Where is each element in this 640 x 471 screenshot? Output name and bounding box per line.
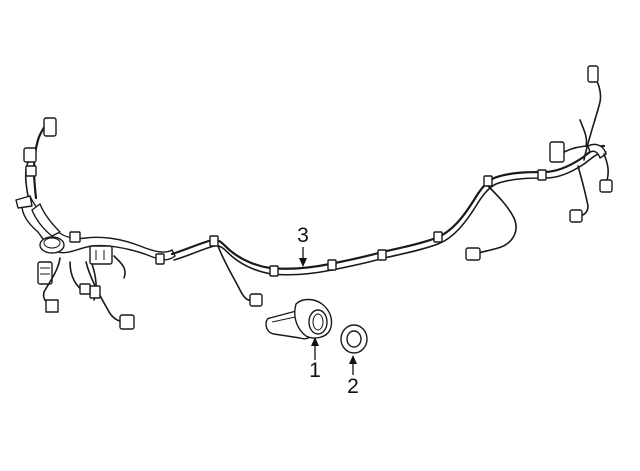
callout-label-3: 3 (297, 224, 309, 247)
park-assist-sensor (265, 298, 333, 340)
connector-top-right (587, 65, 599, 83)
connector-center-drop (249, 293, 263, 307)
clip-8 (537, 169, 547, 181)
arrowhead-3 (299, 258, 307, 267)
connector-lower-center (119, 314, 135, 330)
grommet (39, 236, 65, 254)
clip-6 (433, 231, 443, 243)
callout-label-1: 1 (309, 359, 321, 382)
clip-7 (483, 175, 493, 187)
arrowhead-1 (311, 337, 319, 346)
callout-2-group: 2 (347, 355, 359, 398)
connector-left-upper (23, 147, 37, 163)
sensor-retainer-ring (340, 324, 368, 354)
clip-3 (269, 265, 279, 277)
clip-housing (89, 245, 113, 265)
clip-2 (209, 235, 219, 247)
wiring-harness (15, 65, 613, 330)
callout-1-group: 1 (309, 337, 321, 382)
arrowhead-2 (349, 355, 357, 364)
callout-3-group: 3 (297, 224, 309, 267)
callout-label-2: 2 (347, 375, 359, 398)
connector-top-left (43, 117, 57, 137)
connector-right-cluster (549, 141, 565, 163)
clip-5 (377, 249, 387, 261)
connector-right-mid (569, 209, 583, 223)
connector-right-lower (465, 247, 481, 261)
clip-1 (155, 253, 165, 265)
clip-4 (327, 259, 337, 271)
connector-right-end (599, 179, 613, 193)
